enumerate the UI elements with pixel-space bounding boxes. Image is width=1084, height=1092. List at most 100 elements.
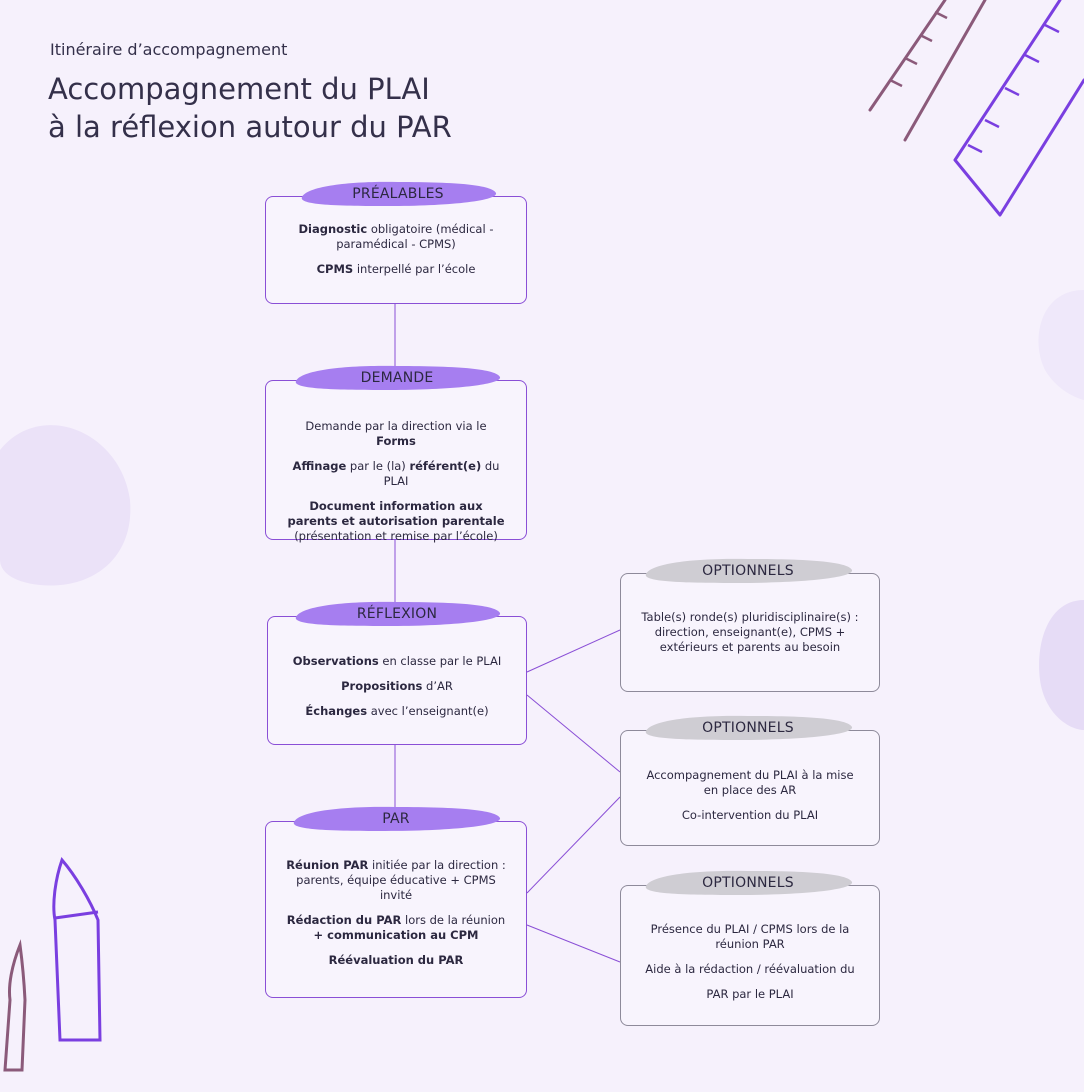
bold-text: Document information aux parents et auto… bbox=[287, 499, 505, 528]
step-box-par: Réunion PAR initiée par la direction : p… bbox=[265, 821, 527, 998]
step-box-par-label-pill: PAR bbox=[290, 804, 502, 834]
optional-box-1: Table(s) ronde(s) pluridisciplinaire(s) … bbox=[620, 573, 880, 692]
text: PAR par le PLAI bbox=[706, 987, 794, 1001]
bold-text: référent(e) bbox=[409, 459, 482, 473]
ruler-tick bbox=[889, 78, 903, 88]
pill-shape bbox=[293, 806, 501, 831]
text: Demande par la direction via le bbox=[305, 419, 487, 433]
text: (présentation et remise par l’école) bbox=[294, 529, 498, 543]
connector-line bbox=[526, 924, 621, 963]
optional-box-3-label-pill: OPTIONNELS bbox=[642, 868, 854, 898]
text: en classe par le PLAI bbox=[378, 654, 502, 668]
ruler-tick bbox=[967, 143, 983, 154]
ruler-tick bbox=[1024, 53, 1040, 64]
box-line: Affinage par le (la) référent(e) du PLAI bbox=[284, 459, 508, 489]
box-line: Observations en classe par le PLAI bbox=[286, 654, 508, 669]
box-line: CPMS interpellé par l’école bbox=[284, 262, 508, 277]
pill-label: PRÉALABLES bbox=[352, 186, 444, 202]
ruler-maroon-shape bbox=[868, 0, 987, 142]
pencil-band bbox=[54, 910, 99, 920]
bold-text: + communication au CPM bbox=[313, 928, 479, 942]
optional-box-2: Accompagnement du PLAI à la mise en plac… bbox=[620, 730, 880, 846]
ruler-tick bbox=[1004, 86, 1020, 97]
box-line: Document information aux parents et auto… bbox=[284, 499, 508, 544]
pencil-maroon-shape bbox=[3, 939, 27, 1072]
box-line: Réévaluation du PAR bbox=[284, 953, 508, 968]
pill-shape bbox=[645, 870, 853, 895]
title-line-1: Accompagnement du PLAI bbox=[48, 72, 430, 106]
box-line: Propositions d’AR bbox=[286, 679, 508, 694]
optional-box-1-label-pill: OPTIONNELS bbox=[642, 556, 854, 586]
ruler-purple-shape bbox=[953, 0, 1084, 217]
right-mid-blob-shape bbox=[1039, 600, 1084, 730]
text: obligatoire (médical - paramédical - CPM… bbox=[336, 222, 494, 251]
box-line: Accompagnement du PLAI à la mise en plac… bbox=[639, 768, 861, 798]
ruler-tick bbox=[904, 56, 918, 66]
optional-box-3: Présence du PLAI / CPMS lors de la réuni… bbox=[620, 885, 880, 1026]
ruler-tick bbox=[934, 10, 948, 20]
step-box-pralables: Diagnostic obligatoire (médical - paramé… bbox=[265, 196, 527, 304]
text: Table(s) ronde(s) pluridisciplinaire(s) … bbox=[641, 610, 859, 654]
text: Aide à la rédaction / réévaluation du bbox=[645, 962, 855, 976]
step-box-rflexion-label-pill: RÉFLEXION bbox=[292, 599, 502, 629]
box-line: Demande par la direction via le Forms bbox=[284, 419, 508, 449]
box-line: PAR par le PLAI bbox=[639, 987, 861, 1002]
step-box-demande-label-pill: DEMANDE bbox=[292, 363, 502, 393]
pill-shape bbox=[295, 601, 501, 626]
text: par le (la) bbox=[346, 459, 410, 473]
bold-text: Échanges bbox=[305, 704, 368, 718]
pill-label: OPTIONNELS bbox=[702, 720, 794, 736]
box-line: Rédaction du PAR lors de la réunion + co… bbox=[284, 913, 508, 943]
bold-text: Affinage bbox=[292, 459, 347, 473]
connector-line bbox=[526, 629, 621, 673]
pill-label: RÉFLEXION bbox=[356, 606, 438, 622]
ruler-tick bbox=[1044, 23, 1060, 34]
box-line: Échanges avec l’enseignant(e) bbox=[286, 704, 508, 719]
connector-line bbox=[526, 796, 621, 894]
bold-text: CPMS bbox=[316, 262, 354, 276]
pencil-purple-shape bbox=[52, 857, 102, 1042]
pill-shape bbox=[645, 715, 853, 740]
box-line: Aide à la rédaction / réévaluation du bbox=[639, 962, 861, 977]
text: du PLAI bbox=[383, 459, 500, 488]
bold-text: Réévaluation du PAR bbox=[328, 953, 464, 967]
text: interpellé par l’école bbox=[353, 262, 476, 276]
page-title: Accompagnement du PLAI à la réflexion au… bbox=[48, 70, 452, 146]
bold-text: Propositions bbox=[341, 679, 423, 693]
bold-text: Forms bbox=[376, 434, 416, 448]
bold-text: Réunion PAR bbox=[286, 858, 369, 872]
pill-label: DEMANDE bbox=[360, 370, 434, 386]
ruler-tick bbox=[984, 118, 1000, 129]
pill-shape bbox=[295, 365, 501, 390]
text: lors de la réunion bbox=[401, 913, 506, 927]
pill-label: OPTIONNELS bbox=[702, 563, 794, 579]
text: avec l’enseignant(e) bbox=[367, 704, 489, 718]
ruler-tick bbox=[919, 33, 933, 43]
text: Présence du PLAI / CPMS lors de la réuni… bbox=[650, 922, 850, 951]
box-line: Réunion PAR initiée par la direction : p… bbox=[284, 858, 508, 903]
connector-line bbox=[526, 694, 621, 773]
box-line: Diagnostic obligatoire (médical - paramé… bbox=[284, 222, 508, 252]
text: Accompagnement du PLAI à la mise en plac… bbox=[646, 768, 854, 797]
left-blob-shape bbox=[0, 425, 131, 586]
right-top-blob-shape bbox=[1038, 290, 1084, 400]
step-box-pralables-label-pill: PRÉALABLES bbox=[298, 179, 498, 209]
pill-shape bbox=[645, 558, 853, 583]
pill-shape bbox=[301, 181, 497, 206]
text: d’AR bbox=[422, 679, 453, 693]
box-line: Table(s) ronde(s) pluridisciplinaire(s) … bbox=[639, 610, 861, 655]
page-pretitle: Itinéraire d’accompagnement bbox=[50, 40, 288, 59]
title-line-2: à la réflexion autour du PAR bbox=[48, 110, 452, 144]
text: initiée par la direction : parents, équi… bbox=[296, 858, 506, 902]
box-line: Présence du PLAI / CPMS lors de la réuni… bbox=[639, 922, 861, 952]
pill-label: PAR bbox=[382, 811, 410, 827]
bold-text: Rédaction du PAR bbox=[286, 913, 402, 927]
bold-text: Observations bbox=[292, 654, 379, 668]
optional-box-2-label-pill: OPTIONNELS bbox=[642, 713, 854, 743]
pill-label: OPTIONNELS bbox=[702, 875, 794, 891]
text: Co-intervention du PLAI bbox=[681, 808, 819, 822]
bold-text: Diagnostic bbox=[298, 222, 368, 236]
box-line: Co-intervention du PLAI bbox=[639, 808, 861, 823]
